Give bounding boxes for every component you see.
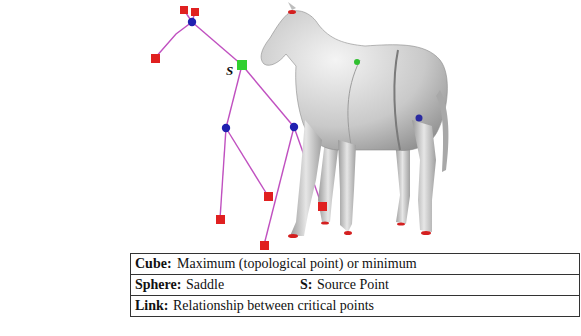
legend-text: Saddle (186, 276, 224, 294)
legend-key: S: (300, 276, 312, 294)
legend-text: Source Point (317, 276, 389, 294)
legend-key: Sphere: (135, 276, 181, 294)
legend-text: Maximum (topological point) or minimum (177, 255, 417, 273)
legend-key: Link: (135, 297, 168, 315)
point-label: S (226, 62, 233, 80)
critical-points (151, 6, 327, 250)
legend-text: Relationship between critical points (173, 297, 374, 315)
legend-table (130, 254, 580, 317)
horse-model (261, 2, 448, 238)
legend-key: Cube: (135, 255, 172, 273)
